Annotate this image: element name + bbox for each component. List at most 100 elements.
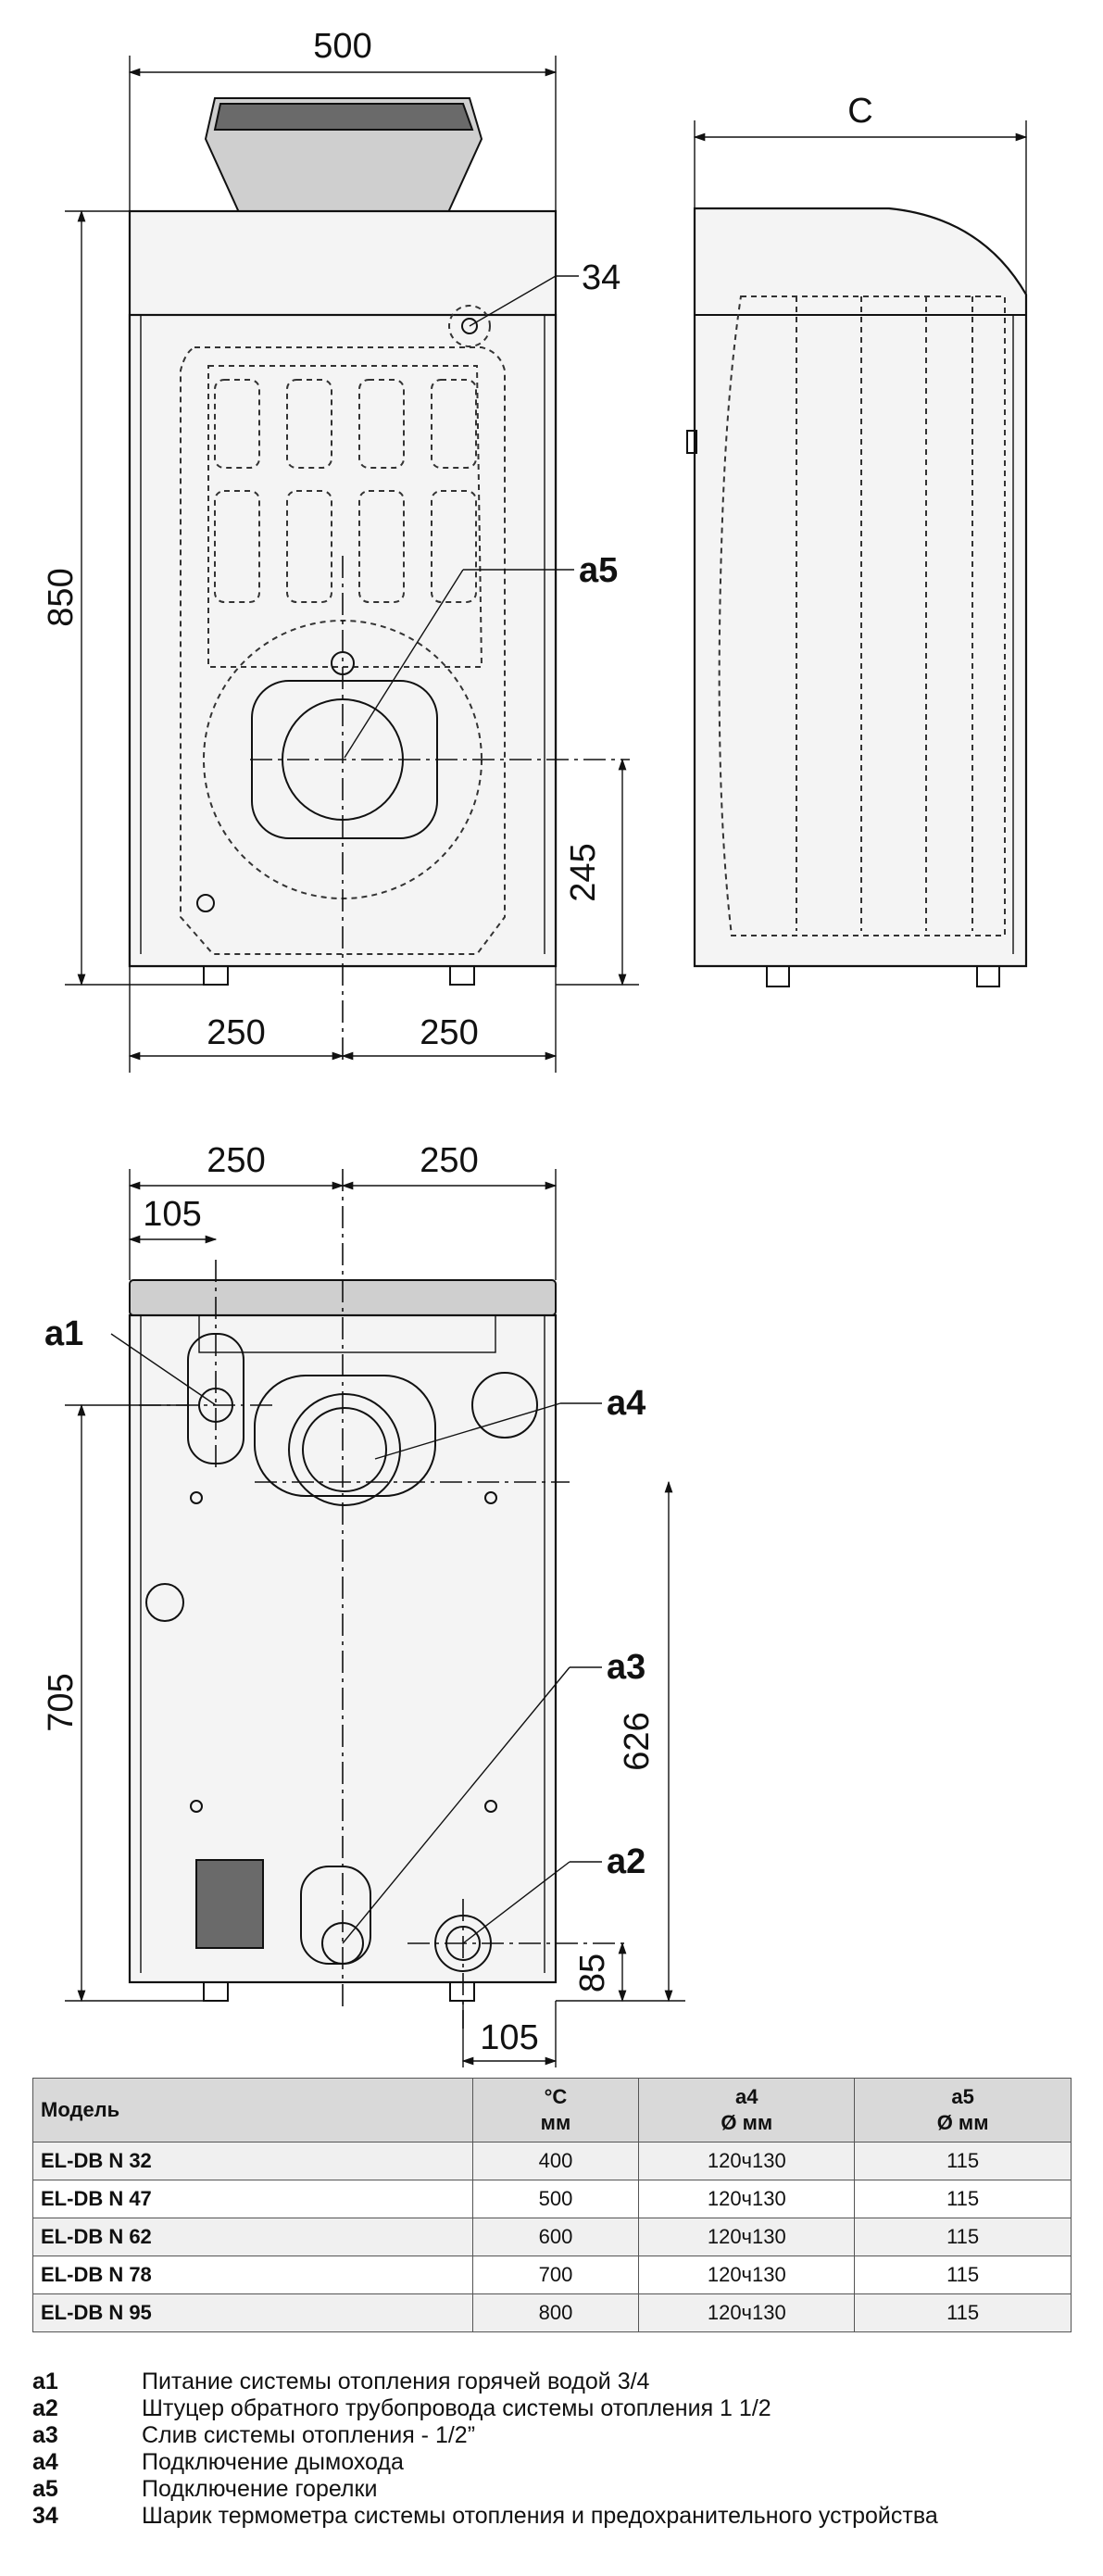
front-left-half-dim: 250 (207, 1013, 265, 1052)
front-height-dim: 850 (42, 568, 81, 626)
cell-a5: 115 (854, 2180, 1072, 2218)
cell-a4: 120ч130 (638, 2180, 856, 2218)
legend-code: a4 (32, 2449, 58, 2475)
header-a5: a5 Ø мм (854, 2078, 1072, 2142)
rear-dimensions: 250 250 105 705 626 85 105 a1 a4 a3 a2 (42, 1141, 685, 2067)
legend-item: a5 Подключение горелки (32, 2476, 1088, 2503)
header-a4: a4 Ø мм (638, 2078, 856, 2142)
side-foot (976, 965, 1000, 987)
a4-flue-inner (302, 1407, 387, 1492)
header-a5-top: a5 (951, 2085, 974, 2108)
a4-flue-outer (288, 1393, 401, 1506)
legend-item: a4 Подключение дымохода (32, 2449, 1088, 2476)
cell-a4: 120ч130 (638, 2293, 856, 2332)
header-a5-bottom: Ø мм (936, 2111, 989, 2134)
thermometer-pocket-icon (461, 318, 478, 334)
legend-text: Шарик термометра системы отопления и пре… (142, 2503, 938, 2529)
table-row: EL-DB N 78 700 120ч130 115 (32, 2256, 1072, 2294)
callout-a1: a1 (44, 1314, 83, 1353)
rear-view (128, 1169, 630, 2029)
legend-code: a2 (32, 2395, 58, 2421)
rear-bolt-icon (190, 1800, 203, 1813)
cell-model: EL-DB N 47 (32, 2180, 473, 2218)
legend-code: a1 (32, 2369, 58, 2394)
rear-left-half-dim: 250 (207, 1141, 265, 1180)
header-a4-bottom: Ø мм (721, 2111, 773, 2134)
header-c-top: °C (544, 2085, 568, 2108)
rear-a2-offset-dim: 105 (480, 2018, 538, 2057)
cell-c: 400 (471, 2142, 640, 2180)
flue-passages (214, 379, 477, 603)
rear-cable-grommet (195, 1859, 264, 1949)
rear-bolt-icon (484, 1491, 497, 1504)
side-heat-exchanger-outline (718, 295, 1006, 936)
cell-model: EL-DB N 32 (32, 2142, 473, 2180)
side-depth-dim: C (847, 92, 872, 131)
rear-foot (449, 1981, 475, 2002)
rear-a4-height-dim: 626 (618, 1712, 657, 1770)
header-model: Модель (32, 2078, 473, 2142)
front-center-height-dim: 245 (564, 843, 603, 901)
cell-model: EL-DB N 95 (32, 2293, 473, 2332)
rear-upper-panel (198, 1314, 496, 1353)
callout-a3: a3 (607, 1648, 646, 1687)
rear-a2-height-dim: 85 (573, 1954, 612, 1992)
foot (449, 965, 475, 986)
header-c-bottom: мм (540, 2111, 571, 2134)
rear-a1-height-dim: 705 (42, 1673, 81, 1731)
legend-text: Слив системы отопления - 1/2” (142, 2422, 476, 2448)
cell-a5: 115 (854, 2293, 1072, 2332)
legend-item: 34 Шарик термометра системы отопления и … (32, 2503, 1088, 2530)
legend-item: a3 Слив системы отопления - 1/2” (32, 2422, 1088, 2449)
rear-plug (471, 1372, 538, 1439)
rear-foot (203, 1981, 229, 2002)
cell-a5: 115 (854, 2256, 1072, 2294)
spec-table: Модель °C мм a4 Ø мм a5 Ø мм EL-DB N 32 … (32, 2078, 1072, 2332)
header-a4-top: a4 (735, 2085, 758, 2108)
thermometer-pocket-outline (448, 305, 491, 347)
legend-text: Подключение дымохода (142, 2449, 404, 2475)
callout-a4: a4 (607, 1384, 646, 1423)
table-header-row: Модель °C мм a4 Ø мм a5 Ø мм (32, 2078, 1072, 2142)
front-dimensions: 500 850 245 250 250 34 a5 (42, 27, 639, 1073)
legend-code: 34 (32, 2503, 58, 2529)
legend-text: Питание системы отопления горячей водой … (142, 2369, 650, 2394)
side-foot (766, 965, 790, 987)
front-panel-lid-shade (213, 103, 474, 131)
cell-model: EL-DB N 62 (32, 2218, 473, 2256)
rear-right-half-dim: 250 (420, 1141, 478, 1180)
cell-c: 800 (471, 2293, 640, 2332)
cell-a5: 115 (854, 2218, 1072, 2256)
header-c: °C мм (471, 2078, 640, 2142)
cell-a4: 120ч130 (638, 2256, 856, 2294)
a4-flue-collar (254, 1375, 436, 1497)
table-row: EL-DB N 32 400 120ч130 115 (32, 2142, 1072, 2180)
cell-a4: 120ч130 (638, 2142, 856, 2180)
rear-knockout (145, 1583, 184, 1622)
legend-text: Подключение горелки (142, 2476, 378, 2502)
side-view (686, 207, 1028, 987)
front-width-dim: 500 (313, 27, 371, 66)
cell-c: 700 (471, 2256, 640, 2294)
legend-code: a3 (32, 2422, 58, 2448)
cell-a4: 120ч130 (638, 2218, 856, 2256)
front-view (128, 97, 630, 1065)
legend-text: Штуцер обратного трубопровода системы от… (142, 2395, 771, 2421)
cell-c: 600 (471, 2218, 640, 2256)
cell-model: EL-DB N 78 (32, 2256, 473, 2294)
table-row: EL-DB N 62 600 120ч130 115 (32, 2218, 1072, 2256)
legend-code: a5 (32, 2476, 58, 2502)
callout-a2: a2 (607, 1842, 646, 1881)
side-dimensions: C (693, 92, 1028, 295)
callout-34: 34 (582, 258, 620, 297)
table-row: EL-DB N 47 500 120ч130 115 (32, 2180, 1072, 2218)
drain-plug-icon (196, 894, 215, 912)
callout-a5: a5 (579, 551, 618, 590)
front-right-half-dim: 250 (420, 1013, 478, 1052)
cell-a5: 115 (854, 2142, 1072, 2180)
table-row: EL-DB N 95 800 120ч130 115 (32, 2293, 1072, 2332)
legend-item: a2 Штуцер обратного трубопровода системы… (32, 2395, 1088, 2422)
legend-item: a1 Питание системы отопления горячей вод… (32, 2369, 1088, 2395)
rear-bolt-icon (190, 1491, 203, 1504)
